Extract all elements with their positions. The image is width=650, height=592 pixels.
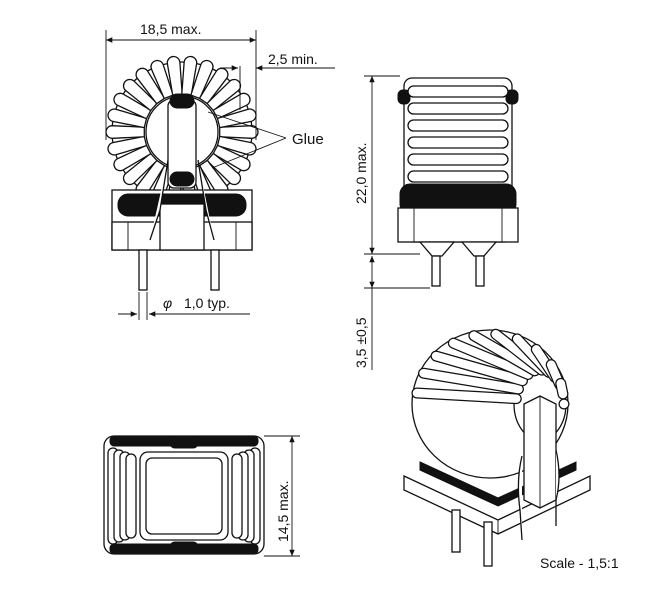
dimension-lead-spacing: 2,5 min. [220,51,335,110]
phi-symbol: φ [163,295,172,311]
toroid-side-view-icon [397,77,519,287]
dimension-depth: 14,5 max. [264,435,300,557]
depth-max-label: 14,5 max. [275,481,291,542]
dimension-width: 18,5 max. [105,21,257,140]
dimension-lead-diameter: φ 1,0 typ. [118,292,250,320]
glue-label: Glue [292,131,324,148]
toroid-bottom-view-icon [103,435,265,555]
toroid-isometric-view-icon [403,328,591,567]
scale-label: Scale - 1,5:1 [540,555,619,571]
lead-diameter-label: 1,0 typ. [184,295,230,311]
glue-callout: Glue [207,111,324,169]
dimension-lead-length: 3,5 ±0,5 [353,256,430,370]
dimension-height: 22,0 max. [353,75,420,255]
lead-spacing-label: 2,5 min. [268,51,318,67]
toroid-front-view-icon [105,55,259,291]
width-max-label: 18,5 max. [140,21,201,37]
height-max-label: 22,0 max. [353,143,369,204]
lead-length-label: 3,5 ±0,5 [353,317,369,368]
